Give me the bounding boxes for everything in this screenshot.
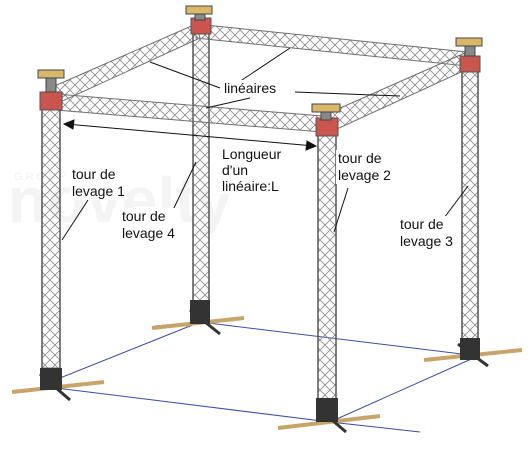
leader-tour1 bbox=[61, 199, 89, 241]
linear-truss-back bbox=[195, 23, 468, 67]
top-plate-4 bbox=[185, 5, 213, 15]
leader-lineaires-3 bbox=[205, 97, 251, 109]
leader-lines bbox=[61, 47, 469, 241]
label-lineaires: linéaires bbox=[222, 80, 279, 97]
top-plate-1 bbox=[37, 69, 65, 79]
sleeve-blocks bbox=[39, 17, 481, 137]
label-longueur-line3: linéaire:L bbox=[222, 178, 279, 194]
floor-line-back bbox=[199, 321, 479, 357]
label-tour-2-line2: levage 2 bbox=[338, 167, 391, 183]
floor-line-right bbox=[329, 355, 479, 423]
label-longueur-line1: Longueur bbox=[222, 146, 282, 162]
leader-lineaires-1 bbox=[149, 61, 221, 89]
tower-2 bbox=[317, 127, 337, 401]
label-tour-1-line1: tour de bbox=[72, 166, 116, 182]
sleeve-block-1 bbox=[39, 91, 63, 111]
label-tour-2: tour de levage 2 bbox=[336, 150, 393, 184]
top-plate-3 bbox=[455, 37, 483, 47]
base-1 bbox=[11, 368, 105, 402]
top-plate-2 bbox=[311, 103, 341, 113]
floor-line-front bbox=[39, 385, 331, 423]
tower-3 bbox=[461, 57, 479, 351]
label-longueur-line2: d'un bbox=[222, 162, 249, 178]
tower-4 bbox=[192, 29, 210, 321]
base-4 bbox=[151, 300, 245, 336]
label-tour-4-line1: tour de bbox=[122, 208, 166, 224]
floor-line-ext-1 bbox=[329, 421, 421, 433]
floor-outline bbox=[39, 321, 479, 433]
label-tour-3-line1: tour de bbox=[400, 216, 444, 232]
sleeve-block-3 bbox=[459, 55, 481, 73]
leader-lineaires-4 bbox=[294, 91, 401, 97]
linear-truss-left bbox=[49, 23, 201, 105]
base-3 bbox=[423, 338, 523, 368]
sleeve-block-2 bbox=[315, 117, 339, 137]
label-tour-2-line1: tour de bbox=[338, 150, 382, 166]
floor-line-left bbox=[39, 321, 201, 387]
top-plates bbox=[37, 5, 483, 121]
linear-truss-right bbox=[321, 51, 471, 135]
label-tour-1-line2: levage 1 bbox=[72, 183, 125, 199]
label-tour-3: tour de levage 3 bbox=[398, 216, 455, 250]
tower-1 bbox=[41, 99, 61, 369]
base-2 bbox=[277, 398, 381, 434]
leader-tour3 bbox=[443, 185, 469, 219]
label-tour-4-line2: levage 4 bbox=[122, 225, 175, 241]
label-tour-3-line2: levage 3 bbox=[400, 233, 453, 249]
leader-tour4 bbox=[171, 161, 197, 213]
label-tour-1: tour de levage 1 bbox=[70, 166, 127, 200]
label-tour-4: tour de levage 4 bbox=[120, 208, 177, 242]
label-longueur: Longueur d'un linéaire:L bbox=[220, 146, 284, 194]
length-dimension-arrow bbox=[62, 119, 318, 151]
leader-tour2 bbox=[333, 187, 349, 233]
